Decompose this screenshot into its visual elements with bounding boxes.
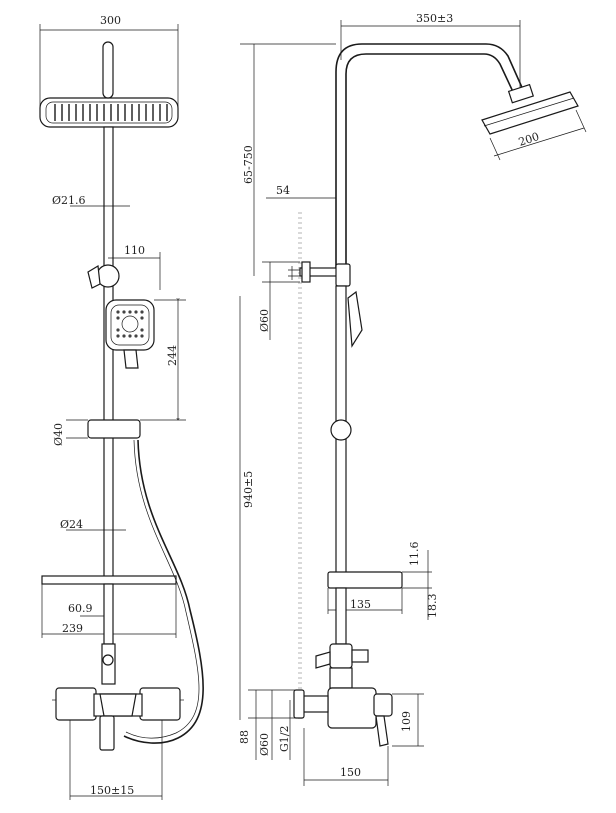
side-view: 350±3 200 65-750 54 Ø60 [238, 12, 587, 786]
thermostatic-mixer [52, 687, 184, 751]
hand-shower-height-dim: 244 [166, 345, 179, 366]
pipe-diameter-dim: Ø21.6 [52, 194, 86, 207]
height-adjust-dim: 65-750 [242, 145, 255, 184]
front-view: 300 Ø21.6 [39, 14, 204, 800]
side-lower-riser [335, 587, 347, 645]
overall-height-dim: 940±5 [242, 471, 255, 508]
side-shower-head [481, 83, 579, 135]
side-mixer [293, 667, 393, 747]
side-shelf [327, 571, 403, 589]
arm-reach-dim: 350±3 [416, 12, 453, 25]
curved-arm [335, 43, 525, 276]
side-diverter-knob [351, 649, 369, 663]
inlet-escutcheon-dim: Ø60 [258, 733, 271, 756]
shelf [41, 575, 177, 585]
slider-diameter-dim: Ø40 [52, 423, 65, 446]
shelf-offset-dim: 60.9 [68, 602, 93, 615]
shower-hose [123, 439, 204, 744]
lower-pipe-diameter-dim: Ø24 [60, 518, 83, 531]
slider-holder [87, 419, 141, 439]
mixer-height-dim: 109 [400, 711, 413, 732]
lower-riser [103, 583, 114, 645]
rain-shower-head [39, 97, 179, 128]
wall-offset-dim: 54 [276, 184, 290, 197]
bracket-depth-dim: 110 [124, 244, 145, 257]
bracket-clip [87, 265, 101, 289]
mixer-projection-dim: 150 [340, 766, 361, 779]
shelf-width-dim: 239 [62, 622, 83, 635]
shower-arm [102, 41, 114, 99]
riser-pipe [103, 126, 114, 578]
hand-shower [105, 299, 155, 369]
side-diverter [329, 643, 353, 669]
side-bracket-clamp [335, 263, 351, 287]
escutcheon-diameter-dim: Ø60 [258, 309, 271, 332]
diverter-knob [102, 654, 114, 666]
shelf-thickness-dim: 18.3 [426, 594, 439, 619]
inlet-thread-dim: G1/2 [278, 726, 291, 753]
mixer-height-dim-left: 88 [238, 730, 251, 744]
side-slider [330, 419, 352, 441]
center-distance-dim: 150±15 [90, 784, 134, 797]
head-diameter-dim: 200 [517, 130, 541, 149]
shelf-depth-dim: 135 [350, 598, 371, 611]
bracket-escutcheon [301, 261, 311, 283]
head-width-dim: 300 [100, 14, 121, 27]
hose-outlet [315, 651, 331, 669]
side-hand-shower [347, 290, 363, 348]
shelf-thickness-top-dim: 11.6 [408, 542, 421, 567]
